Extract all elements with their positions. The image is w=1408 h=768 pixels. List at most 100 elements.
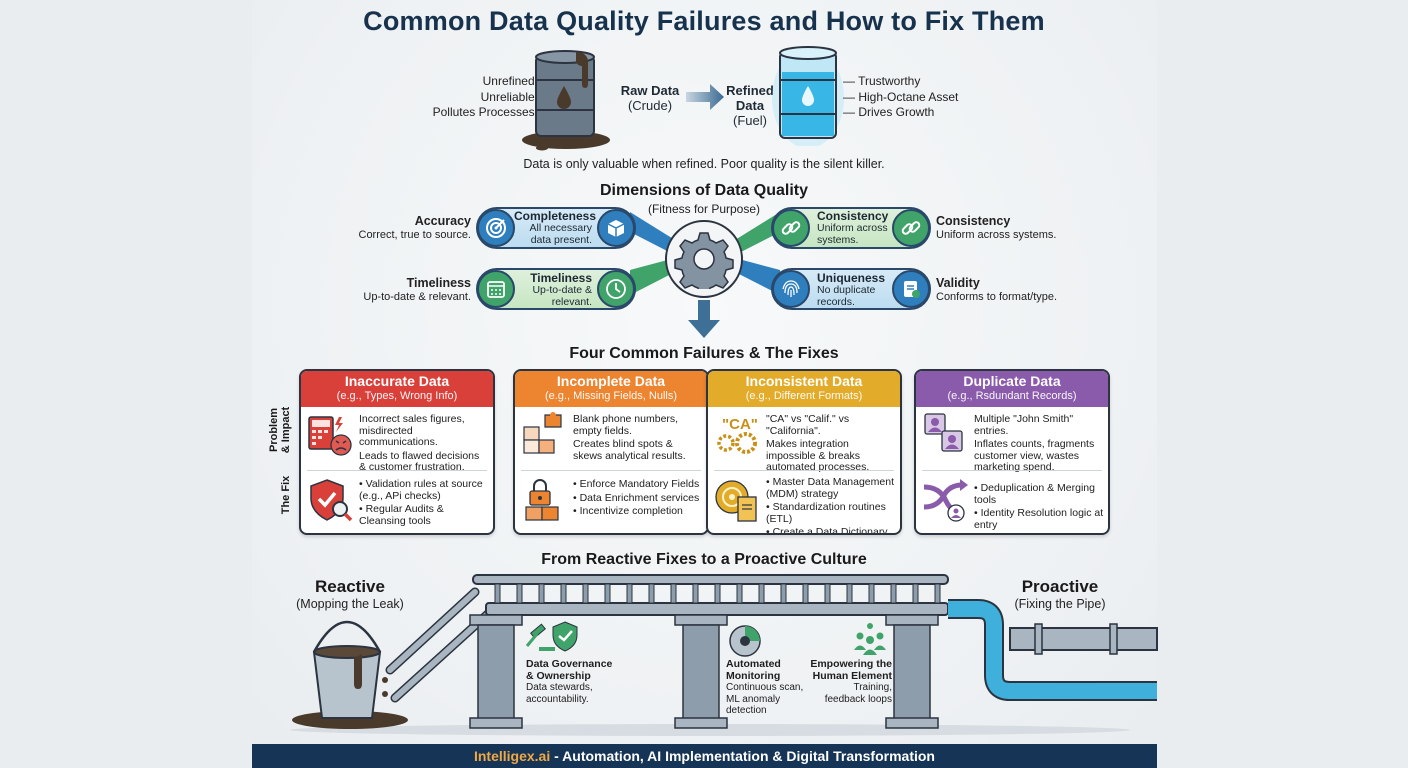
pill-text: Consistency Uniform across systems.: [817, 210, 895, 246]
pill-desc: records.: [817, 295, 855, 308]
fix-item: • Data Enrichment services: [573, 491, 700, 504]
baluster: [516, 583, 523, 604]
pill-desc: All necessary: [529, 222, 592, 234]
dimension-timeliness: Timeliness Up-to-date & relevant.: [363, 276, 471, 304]
row-label-text: Problem: [268, 408, 280, 453]
card-divider: [922, 470, 1102, 471]
culture-title: From Reactive Fixes to a Proactive Cultu…: [541, 551, 867, 568]
trait: Pollutes Processes: [432, 105, 535, 119]
card-inconsistent-data: Inconsistent Data (e.g., Different Forma…: [706, 369, 902, 535]
dimensions-subtitle: (Fitness for Purpose): [647, 202, 761, 216]
pillar-name: Empowering the: [810, 658, 892, 670]
fix-item: • Incentivize completion: [573, 505, 683, 517]
trait: Trustworthy: [858, 74, 921, 88]
pillar-1: [469, 614, 523, 729]
fix-item: • Standardization routines (ETL): [766, 501, 886, 525]
dimension-name: Timeliness: [406, 276, 471, 290]
dimensions-title: Dimensions of Data Quality: [599, 182, 809, 199]
card-title: Incomplete Data: [556, 373, 666, 389]
pillar-name: Human Element: [812, 669, 892, 682]
baluster: [560, 583, 567, 604]
gavel-shield-icon: [525, 621, 578, 652]
refined-title-2: Data: [735, 98, 765, 113]
proactive-title: Proactive: [1021, 577, 1099, 596]
baluster: [934, 583, 941, 604]
card-subtitle: (e.g., Missing Fields, Nulls): [544, 390, 678, 402]
card-subtitle: (e.g., Different Formats): [745, 390, 863, 402]
baluster: [714, 583, 721, 604]
baluster: [538, 583, 545, 604]
pill-name: Timeliness: [530, 271, 592, 285]
document-check-icon: [892, 270, 930, 308]
refined-title-1: Refined: [726, 83, 774, 98]
dimension-consistency: Consistency Uniform across systems.: [936, 214, 1056, 242]
footer-text: - Automation, AI Implementation & Digita…: [550, 748, 935, 764]
gear-connectors: [630, 212, 780, 295]
pillar-desc: ML anomaly: [726, 693, 781, 705]
fix-item: • Deduplication & Merging tools: [974, 482, 1095, 506]
card-title: Inaccurate Data: [344, 373, 450, 389]
link-icon: [892, 209, 930, 247]
card-incomplete-data: Incomplete Data (e.g., Missing Fields, N…: [513, 369, 709, 535]
dimension-validity: Validity Conforms to format/type.: [936, 276, 1057, 304]
pillar-name: Automated: [726, 658, 781, 670]
card-header: Duplicate Data (e.g., Rsdundant Records): [916, 371, 1108, 407]
pillar-desc: Training,: [853, 682, 892, 693]
trait: Unreliable: [480, 89, 535, 104]
svg-text:"CA": "CA": [722, 416, 758, 433]
pill-desc: systems.: [817, 233, 859, 246]
card-title: Inconsistent Data: [745, 373, 863, 389]
impact-text: Leads to flawed decisions & customer fru…: [359, 449, 480, 473]
pillar-3: [885, 614, 939, 729]
pillar-name: Data Governance: [526, 658, 613, 670]
arrow-down-icon: [688, 300, 720, 338]
raw-data-label: Raw Data (Crude): [612, 83, 688, 113]
pill-name: Consistency: [817, 209, 889, 223]
fix-item: • Master Data Management (MDM) strategy: [766, 476, 894, 500]
card-subtitle: (e.g., Types, Wrong Info): [336, 390, 458, 402]
pill-desc: data present.: [530, 233, 592, 246]
baluster: [758, 583, 765, 604]
baluster: [890, 583, 897, 604]
calendar-icon: [477, 270, 515, 308]
puzzle-icon: [523, 412, 562, 454]
baluster: [692, 583, 699, 604]
row-label-text: & Impact: [280, 406, 292, 454]
refined-traits: — Trustworthy — High-Octane Asset — Driv…: [843, 74, 959, 119]
pill-desc: Uniform across: [817, 222, 888, 234]
pillar-desc: accountability.: [526, 693, 589, 705]
fingerprint-icon: [772, 270, 810, 308]
card-header: Inaccurate Data (e.g., Types, Wrong Info…: [301, 371, 493, 407]
raw-title: Raw Data: [620, 83, 680, 98]
pillar-desc: Data stewards,: [526, 682, 593, 693]
clock-icon: [597, 270, 635, 308]
gear-icon: [674, 232, 734, 289]
box-icon: [597, 209, 635, 247]
link-icon: [772, 209, 810, 247]
pillar-2: [674, 614, 728, 729]
pillar-name: & Ownership: [526, 669, 591, 682]
team-people-icon: [854, 623, 886, 655]
impact-text: Creates blind spots & skews analytical r…: [573, 438, 686, 462]
refined-barrel-icon: [772, 46, 844, 146]
pill-text: Completeness All necessary data present.: [514, 210, 596, 246]
card-divider: [521, 470, 701, 471]
disc-book-icon: [715, 480, 757, 522]
trait: High-Octane Asset: [858, 89, 959, 104]
target-icon: [477, 209, 515, 247]
card-inaccurate-data: Inaccurate Data (e.g., Types, Wrong Info…: [299, 369, 495, 535]
pillar-monitoring: Automated Monitoring Continuous scan, ML…: [726, 658, 816, 717]
bridge-balusters: [494, 583, 941, 604]
dimension-name: Consistency: [936, 214, 1011, 228]
duplicate-users-icon: [924, 413, 963, 452]
baluster: [780, 583, 787, 604]
row-label-problem: Problem & Impact: [268, 400, 292, 460]
gears-format-icon: "CA": [717, 416, 758, 454]
reactive-title: Reactive: [315, 577, 385, 596]
refined-data-label: Refined Data (Fuel): [720, 83, 780, 128]
footer-bar: Intelligex.ai - Automation, AI Implement…: [252, 744, 1157, 768]
proactive-subtitle: (Fixing the Pipe): [1014, 597, 1106, 611]
trait: Unrefined: [482, 74, 535, 88]
calculator-angry-icon: [308, 416, 352, 456]
radar-monitor-icon: [729, 625, 761, 657]
